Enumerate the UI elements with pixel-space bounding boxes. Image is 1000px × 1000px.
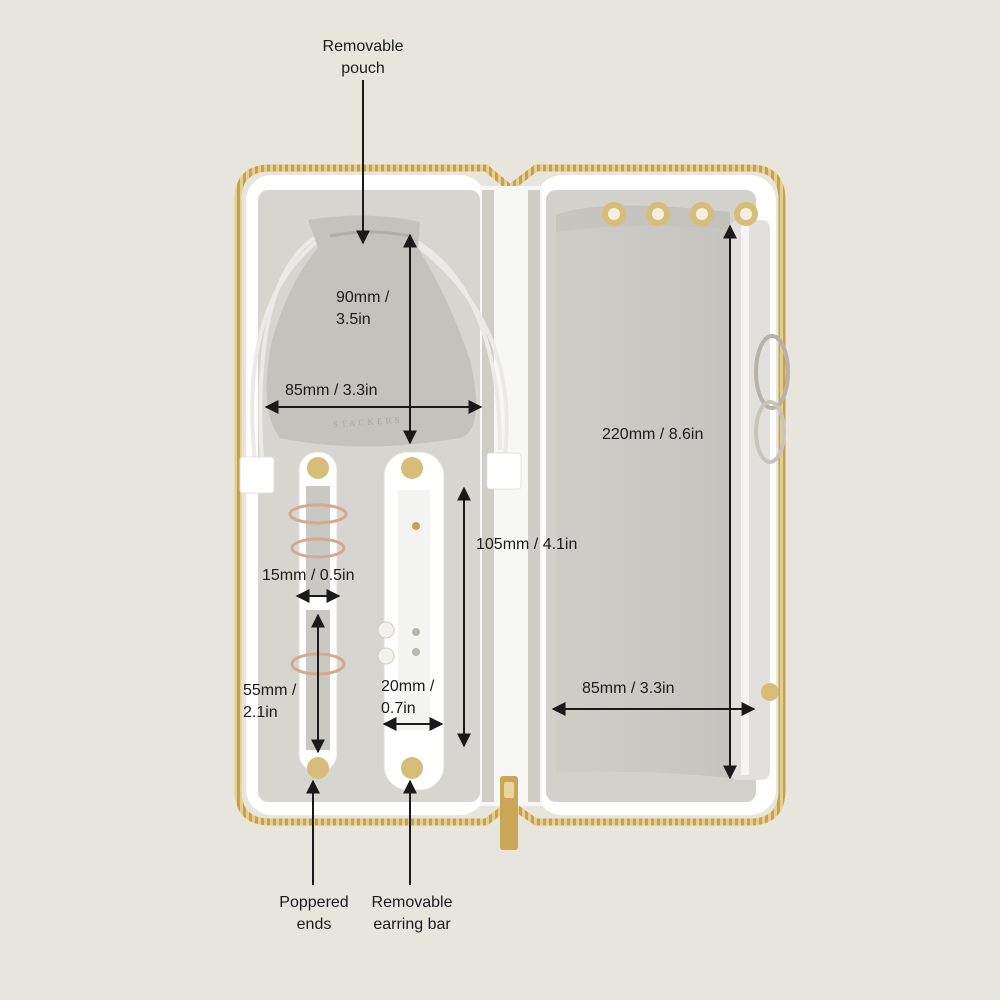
callout-poppered-ends: Poppered ends: [279, 894, 349, 933]
necklace-grommets: [602, 202, 758, 226]
necklace-flap: [556, 205, 730, 778]
label-pouch-height: 90mm / 3.5in: [336, 289, 390, 328]
label-ring-bar-height: 55mm / 2.1in: [243, 682, 297, 721]
label-case-width: 85mm / 3.3in: [582, 680, 675, 697]
label-case-height: 220mm / 8.6in: [602, 426, 704, 443]
brand-mark: STACKERS: [333, 415, 403, 430]
zipper: [234, 164, 786, 826]
earring-bar: [377, 451, 445, 791]
cord-tips: [239, 452, 522, 494]
label-ring-bar-width: 15mm / 0.5in: [262, 567, 355, 584]
dimension-arrows: [264, 80, 756, 885]
zipper-pull: [500, 776, 518, 850]
label-earring-bar-height: 105mm / 4.1in: [476, 536, 578, 553]
label-pouch-width: 85mm / 3.3in: [285, 382, 378, 399]
pouch: [266, 215, 477, 447]
label-earring-bar-width: 20mm / 0.7in: [381, 678, 435, 717]
zip-pocket: [730, 220, 790, 780]
callout-removable-earring-bar: Removable earring bar: [371, 894, 453, 933]
drawstring-cords: [250, 228, 509, 471]
callout-removable-pouch: Removable pouch: [322, 38, 404, 77]
